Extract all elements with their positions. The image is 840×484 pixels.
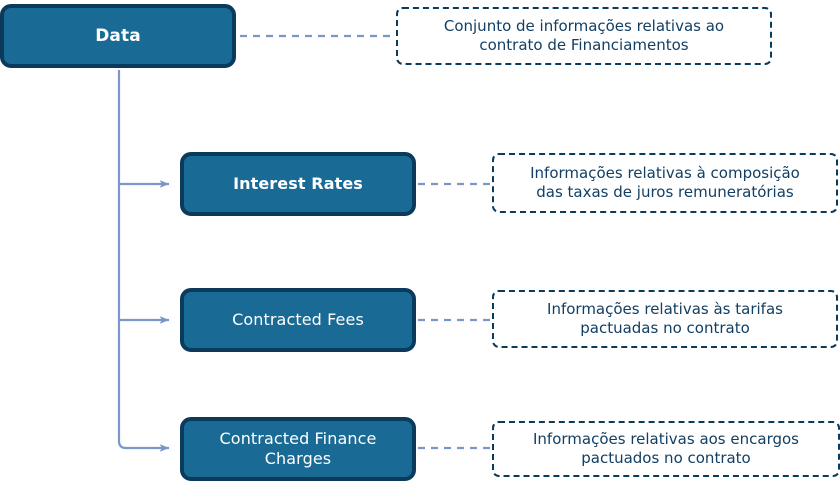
note-interest-rates: Informações relativas à composição das t… <box>492 153 838 213</box>
note-data-text: Conjunto de informações relativas ao con… <box>443 16 725 55</box>
note-contracted-fees: Informações relativas às tarifas pactuad… <box>492 290 838 348</box>
node-contracted-finance-charges-label: Contracted Finance Charges <box>219 429 377 468</box>
note-data: Conjunto de informações relativas ao con… <box>396 7 772 65</box>
node-interest-rates[interactable]: Interest Rates <box>180 152 416 216</box>
note-contracted-finance-charges-text: Informações relativas aos encargos pactu… <box>532 429 799 468</box>
note-contracted-fees-text: Informações relativas às tarifas pactuad… <box>547 299 783 338</box>
node-contracted-fees[interactable]: Contracted Fees <box>180 288 416 352</box>
node-contracted-fees-label: Contracted Fees <box>232 310 364 330</box>
node-data[interactable]: Data <box>0 4 236 68</box>
edge-root-to-children <box>117 70 170 452</box>
node-data-label: Data <box>95 25 141 46</box>
node-interest-rates-label: Interest Rates <box>233 174 363 194</box>
node-contracted-finance-charges[interactable]: Contracted Finance Charges <box>180 417 416 481</box>
note-interest-rates-text: Informações relativas à composição das t… <box>530 163 800 202</box>
note-contracted-finance-charges: Informações relativas aos encargos pactu… <box>492 421 840 477</box>
